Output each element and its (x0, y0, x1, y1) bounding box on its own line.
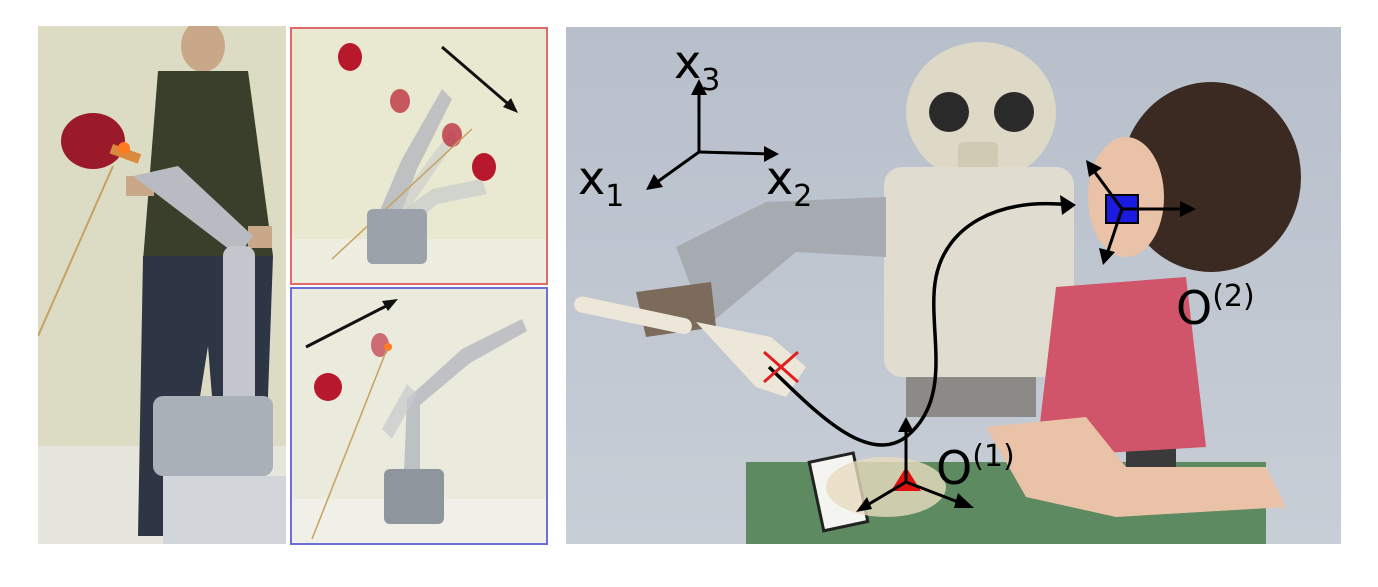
axis-x3-sub: 3 (701, 63, 721, 98)
robot-arm-with-spoon (574, 197, 886, 397)
axis-x2-sub: 2 (793, 179, 813, 214)
frame-o2-sup: (2) (1212, 279, 1255, 314)
paddle-icon (38, 113, 142, 337)
target-cross-icon (763, 350, 799, 384)
robot-feeding-scene-illustration (566, 27, 1341, 544)
axis-label-x2: x2 (766, 155, 812, 212)
robot-arm (133, 166, 286, 544)
frame-o2-icon (1086, 160, 1196, 265)
motion-sequence-forward-illustration (292, 29, 546, 283)
axis-x1-main: x (578, 151, 606, 205)
direction-arrow-backward (305, 299, 398, 349)
motion-sequence-forward-photo (290, 27, 548, 285)
axis-x3-main: x (674, 35, 702, 89)
direction-arrow-forward (441, 45, 518, 113)
motion-sequence-backward-illustration (292, 289, 546, 543)
robot-feeding-scene-photo: x3 x1 x2 O(1) O(2) (566, 27, 1341, 544)
frame-o2-main: O (1176, 281, 1213, 335)
human-demonstration-photo (38, 26, 286, 544)
axis-label-x3: x3 (674, 39, 720, 96)
frame-label-o1: O(1) (936, 442, 1015, 492)
axis-x1-sub: 1 (605, 179, 625, 214)
human-demonstration-illustration (38, 26, 286, 544)
world-axes-icon (646, 79, 779, 190)
motion-sequence-backward-photo (290, 287, 548, 545)
frame-label-o2: O(2) (1176, 282, 1255, 332)
humanoid-robot (884, 42, 1176, 477)
axis-label-x1: x1 (578, 155, 624, 212)
paddle-positions (338, 43, 496, 181)
paddle-positions (314, 333, 392, 401)
trajectory-path (767, 202, 1072, 447)
frame-o1-main: O (936, 441, 973, 495)
axis-x2-main: x (766, 151, 794, 205)
frame-o1-icon (856, 417, 974, 512)
frame-o1-sup: (1) (972, 439, 1015, 474)
